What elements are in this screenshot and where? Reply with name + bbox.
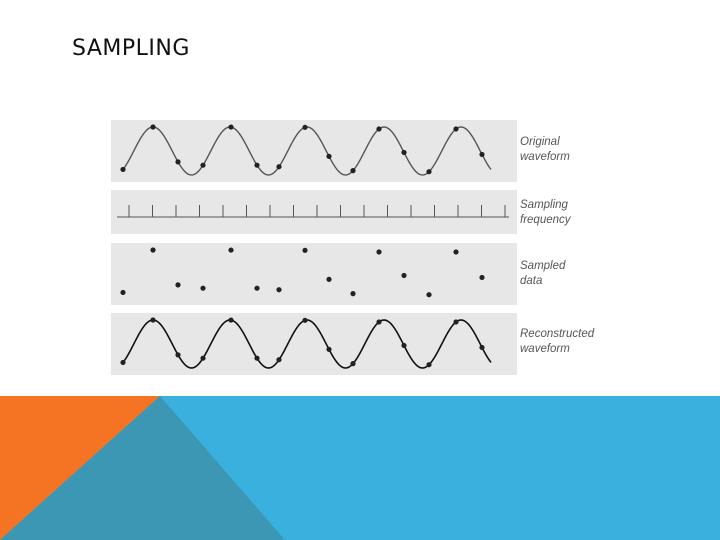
sample-dot xyxy=(175,282,181,288)
sample-dot xyxy=(228,247,234,253)
original-waveform-label-line-1: Original xyxy=(520,136,560,148)
original-waveform-panel xyxy=(111,120,517,182)
sample-dot xyxy=(254,285,260,291)
sample-dot xyxy=(479,151,485,158)
sampling-frequency-label-line-1: Sampling xyxy=(520,199,568,211)
sample-dot xyxy=(453,249,459,255)
sampled-data-label-line-1: Sampled xyxy=(520,260,566,272)
reconstructed-waveform-label-line-1: Reconstructed xyxy=(520,328,595,340)
sample-dot xyxy=(376,126,382,132)
sample-dot xyxy=(276,164,282,170)
sample-dot xyxy=(350,361,356,367)
reconstructed-waveform-curve xyxy=(122,319,492,369)
sampled-data-panel xyxy=(111,243,517,305)
original-sample-points xyxy=(120,124,485,175)
sample-dot xyxy=(150,124,156,130)
sampling-frequency-label: Sampling frequency xyxy=(520,198,610,228)
sample-dot xyxy=(302,247,308,253)
sample-dot xyxy=(479,274,485,281)
sample-dot xyxy=(120,359,126,366)
sample-dot xyxy=(276,287,282,293)
sample-dot xyxy=(254,355,260,361)
sample-dot xyxy=(453,319,459,325)
sample-dot xyxy=(376,249,382,255)
sample-dot xyxy=(200,162,206,168)
sample-dot xyxy=(302,124,308,130)
reconstructed-sample-points xyxy=(120,317,485,368)
sample-dot xyxy=(426,362,432,368)
sample-dot xyxy=(228,317,234,323)
sampled-data-points xyxy=(120,247,485,298)
sample-dot xyxy=(326,153,332,159)
sampling-ticks xyxy=(128,205,506,217)
sampling-frequency-label-line-2: frequency xyxy=(520,214,571,226)
sample-dot xyxy=(120,166,126,173)
sample-dot xyxy=(401,272,407,279)
sampled-data-label: Sampled data xyxy=(520,259,610,289)
deco-teal-triangle xyxy=(0,396,285,540)
sample-dot xyxy=(175,159,181,165)
sample-dot xyxy=(254,162,260,168)
sample-dot xyxy=(120,289,126,296)
original-waveform-label: Original waveform xyxy=(520,135,610,165)
sample-dot xyxy=(376,319,382,325)
sample-dot xyxy=(479,344,485,351)
sample-dot xyxy=(200,285,206,291)
original-waveform-label-line-2: waveform xyxy=(520,151,570,163)
sample-dot xyxy=(401,342,407,349)
sample-dot xyxy=(453,126,459,132)
sample-dot xyxy=(326,346,332,352)
sample-dot xyxy=(175,352,181,358)
sample-dot xyxy=(150,317,156,323)
sampling-frequency-plot xyxy=(117,205,509,218)
sample-dot xyxy=(150,247,156,253)
sample-dot xyxy=(426,169,432,175)
sample-dot xyxy=(350,291,356,297)
sample-dot xyxy=(326,276,332,282)
reconstructed-waveform-label: Reconstructed waveform xyxy=(520,327,610,357)
decorative-bottom-band xyxy=(0,396,720,540)
reconstructed-waveform-label-line-2: waveform xyxy=(520,343,570,355)
sample-dot xyxy=(426,292,432,298)
sample-dot xyxy=(350,168,356,174)
sample-dot xyxy=(401,149,407,156)
sample-dot xyxy=(200,355,206,361)
slide-title: SAMPLING xyxy=(72,36,190,61)
reconstructed-waveform-panel xyxy=(111,313,517,375)
sampling-frequency-panel xyxy=(111,190,517,234)
original-waveform-plot xyxy=(120,124,492,176)
original-waveform-curve xyxy=(122,126,492,176)
sample-dot xyxy=(302,317,308,323)
sample-dot xyxy=(276,357,282,363)
sampled-data-plot xyxy=(120,247,485,298)
sampled-data-label-line-2: data xyxy=(520,275,543,287)
reconstructed-waveform-plot xyxy=(120,317,492,369)
sample-dot xyxy=(228,124,234,130)
